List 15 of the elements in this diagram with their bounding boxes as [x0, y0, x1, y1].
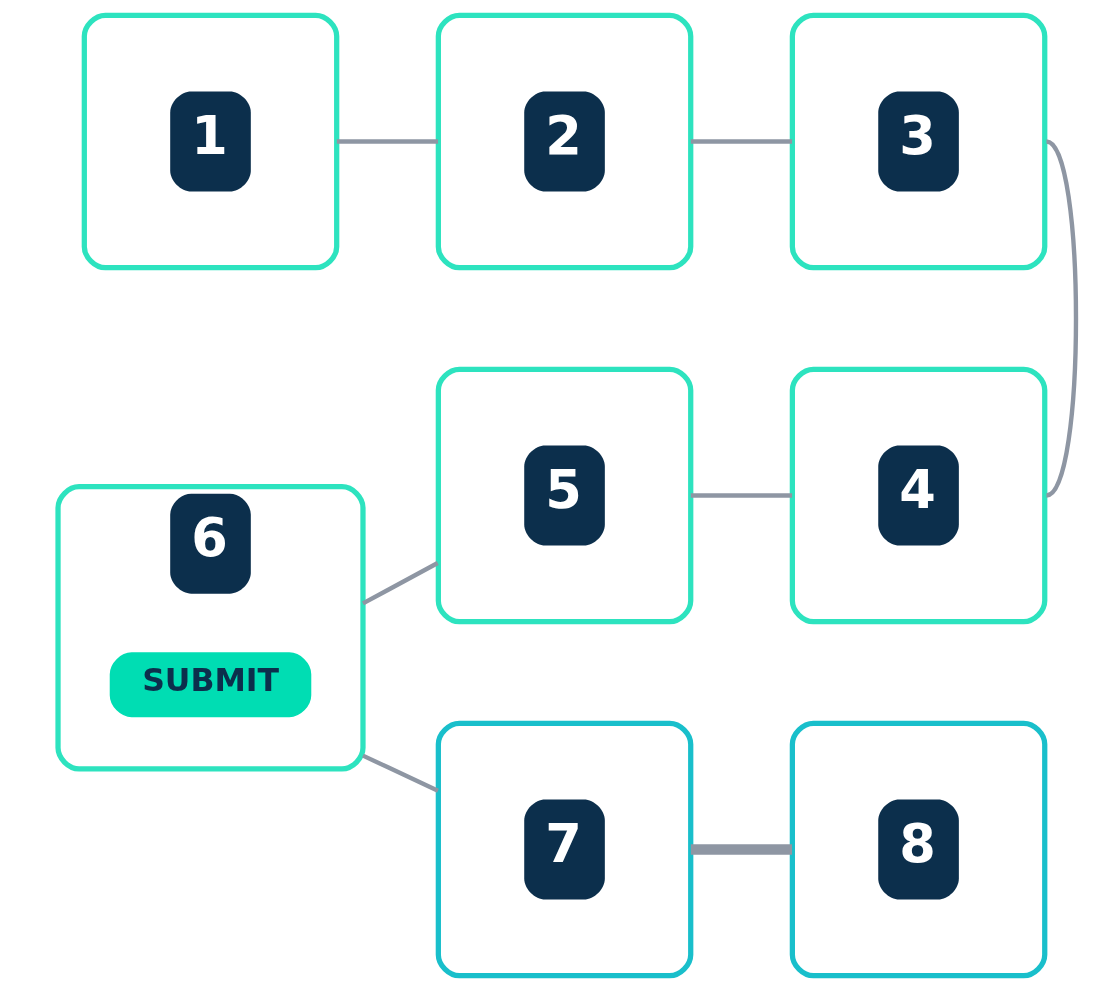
node-box: 5	[435, 366, 694, 625]
node-box: SUBMIT	[109, 652, 312, 718]
connector	[1045, 139, 1079, 498]
node-box: 1	[81, 12, 340, 271]
node-box: 4	[789, 366, 1048, 625]
node-box: 8	[789, 720, 1048, 979]
connector	[690, 844, 793, 855]
connector	[336, 139, 439, 144]
node-box: 7	[435, 720, 694, 979]
connector	[361, 561, 439, 606]
connector	[690, 493, 793, 498]
connector	[690, 139, 793, 144]
node-box: 2	[435, 12, 694, 271]
node-box: 3	[789, 12, 1048, 271]
connector	[362, 753, 439, 793]
